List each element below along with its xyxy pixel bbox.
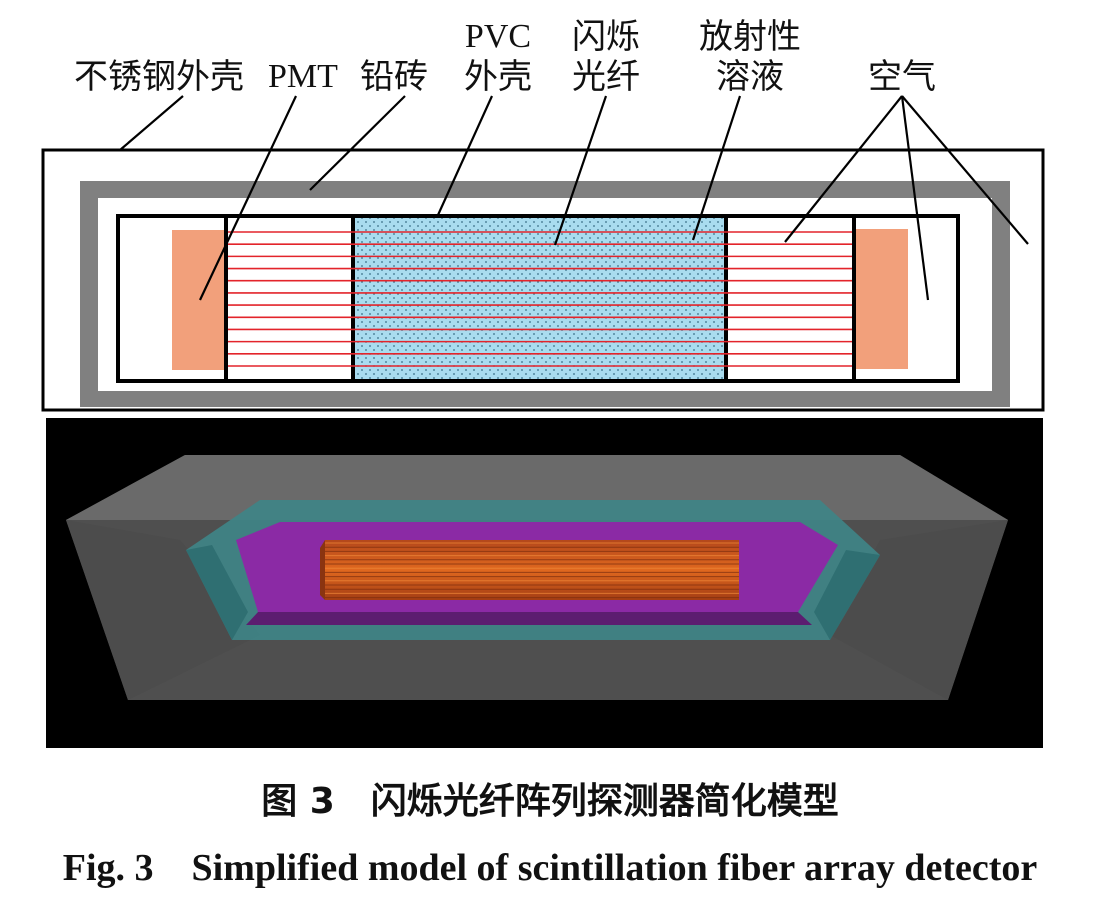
label-fiber-2: 光纤	[572, 57, 640, 97]
figure-caption-en: Fig. 3 Simplified model of scintillation…	[62, 847, 1038, 889]
figure-caption-cn: 图 3 闪烁光纤阵列探测器简化模型	[261, 781, 839, 822]
pmt-right	[852, 229, 908, 369]
label-solution-1: 放射性	[699, 17, 801, 57]
detector-schematic	[41, 95, 1045, 748]
label-pmt: PMT	[268, 58, 338, 95]
label-pvc-shell-1: PVC	[464, 18, 532, 55]
label-pvc-shell-2: 外壳	[464, 57, 532, 97]
label-stainless-shell: 不锈钢外壳	[74, 57, 244, 97]
label-solution-2: 溶液	[716, 57, 784, 97]
fiber-lines	[228, 231, 852, 367]
label-lead-brick: 铅砖	[360, 57, 428, 97]
label-air: 空气	[868, 57, 936, 97]
pvc-shell-solution	[351, 214, 728, 383]
fiber-bundle-3d	[325, 540, 739, 600]
leader-lines	[119, 95, 1029, 301]
label-fiber-1: 闪烁	[572, 17, 640, 57]
